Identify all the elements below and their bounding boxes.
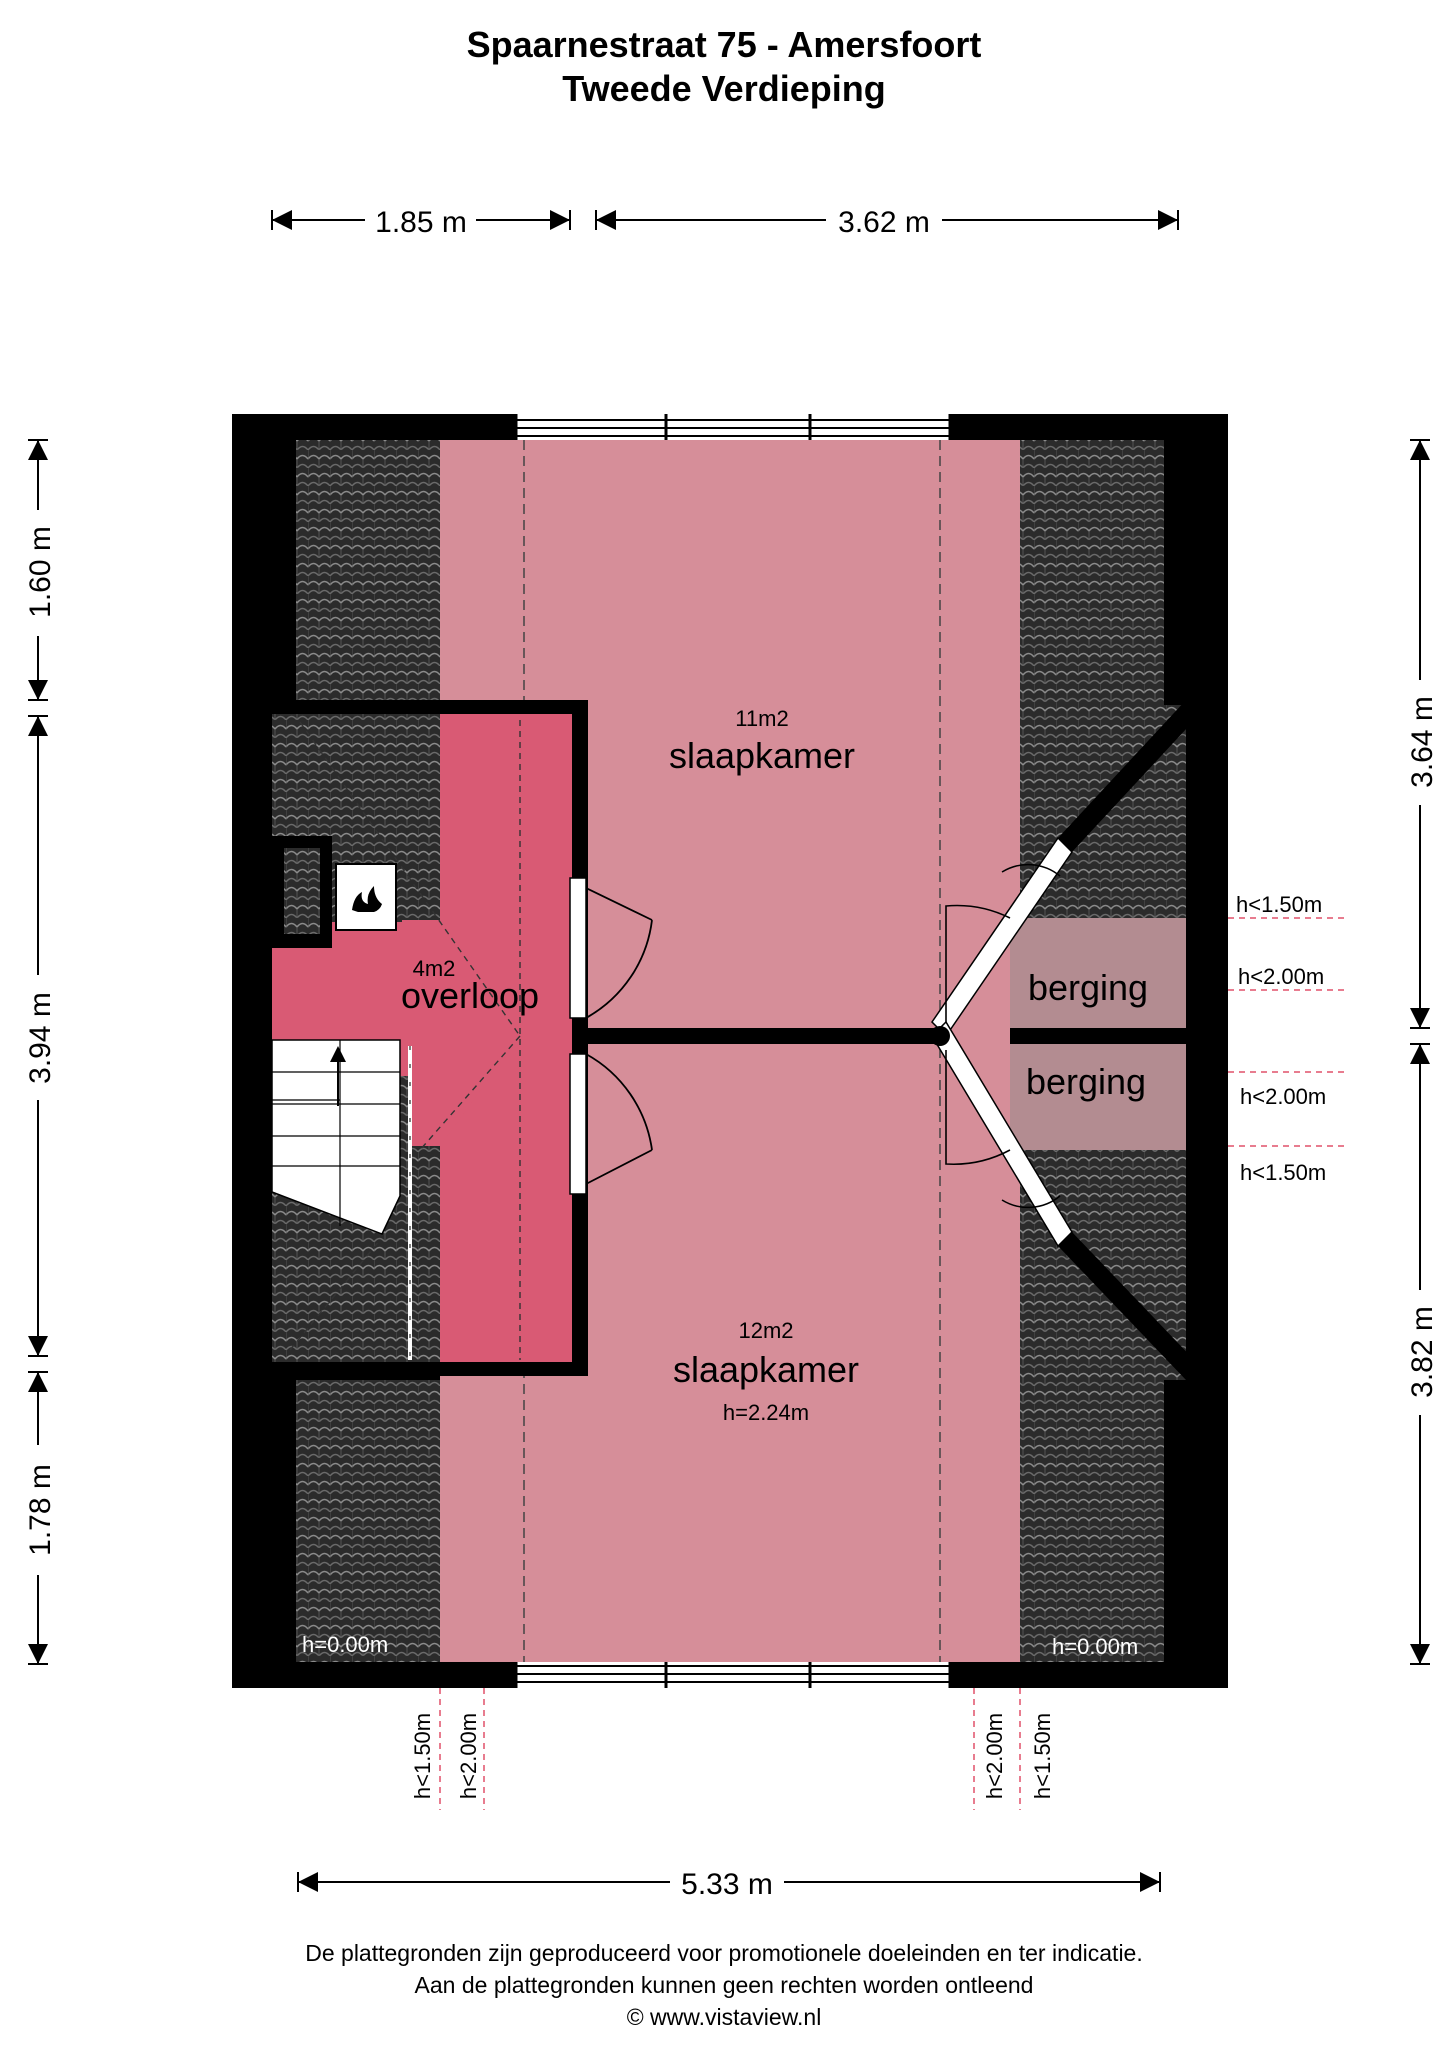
dimension-top-left: 1.85 m: [375, 206, 467, 239]
footer-copyright: © www.vistaview.nl: [626, 2004, 822, 2030]
dimension-left-upper: 1.60 m: [24, 526, 57, 618]
landing-area-label: 4m2: [413, 956, 456, 981]
height-lines: [439, 917, 1344, 1810]
dimension-top-right: 3.62 m: [838, 206, 930, 239]
roof-tiles-top-right: [1020, 440, 1164, 705]
dimension-bottom: 5.33 m: [681, 1868, 773, 1901]
dimension-left-lower: 1.78 m: [24, 1464, 57, 1556]
height-label-corner-left: h=0.00m: [302, 1632, 388, 1657]
bedroom-bottom-height: h=2.24m: [723, 1400, 809, 1425]
staircase: [271, 1039, 412, 1360]
door-bedroom-top[interactable]: [569, 877, 653, 1019]
footer-disclaimer-2: Aan de plattegronden kunnen geen rechten…: [414, 1972, 1034, 1998]
height-label-right-2: h<2.00m: [1238, 964, 1324, 989]
bedroom-top-name: slaapkamer: [669, 735, 855, 776]
storage-block: [930, 700, 1228, 1380]
roof-tiles-top-left: [296, 440, 440, 705]
dividing-wall: [572, 1028, 948, 1044]
window-bottom: [514, 1662, 952, 1688]
height-label-corner-right: h=0.00m: [1052, 1634, 1138, 1659]
dimension-lines: 1.85 m 3.62 m 5.33 m 1.60 m 3.94 m 1.78 …: [24, 206, 1439, 1901]
door-bedroom-bottom[interactable]: [569, 1053, 653, 1195]
roof-tiles-bottom-left: [296, 1380, 440, 1662]
bedroom-bottom-name: slaapkamer: [673, 1349, 859, 1390]
roof-tiles-bottom-right: [1020, 1380, 1164, 1662]
dimension-left-middle: 3.94 m: [24, 992, 57, 1084]
height-label-right-1: h<1.50m: [1236, 892, 1322, 917]
height-label-bottom-left-2: h<2.00m: [456, 1713, 481, 1799]
landing-name: overloop: [401, 975, 539, 1016]
dimension-right-upper: 3.64 m: [1406, 696, 1439, 788]
height-label-right-4: h<1.50m: [1240, 1160, 1326, 1185]
plan-title-address: Spaarnestraat 75 - Amersfoort: [466, 24, 982, 65]
bedroom-bottom-area: 12m2: [738, 1318, 793, 1343]
height-label-bottom-right-1: h<2.00m: [982, 1713, 1007, 1799]
plan-title-floor: Tweede Verdieping: [562, 68, 886, 109]
height-label-bottom-left-1: h<1.50m: [410, 1713, 435, 1799]
storage-top-name: berging: [1028, 967, 1148, 1008]
stair-arrow-icon: [330, 1046, 346, 1062]
height-label-bottom-right-2: h<1.50m: [1030, 1713, 1055, 1799]
window-top: [514, 414, 952, 440]
bedroom-top-area: 11m2: [735, 706, 788, 731]
fireplace-icon: [352, 886, 382, 912]
storage-bottom-name: berging: [1026, 1061, 1146, 1102]
height-label-right-3: h<2.00m: [1240, 1084, 1326, 1109]
footer-disclaimer-1: De plattegronden zijn geproduceerd voor …: [305, 1940, 1143, 1966]
dimension-right-lower: 3.82 m: [1406, 1306, 1439, 1398]
